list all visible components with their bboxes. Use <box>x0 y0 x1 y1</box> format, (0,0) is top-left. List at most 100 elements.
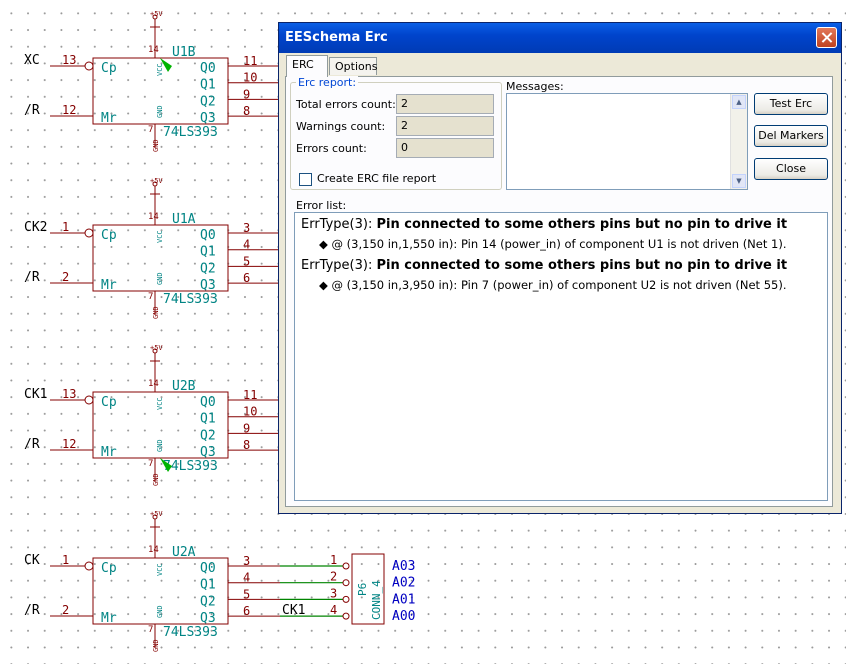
pin-number: 14 <box>148 545 159 555</box>
close-window-icon[interactable] <box>816 27 837 48</box>
pin-number: 6 <box>243 604 250 618</box>
errors-count-field: 0 <box>396 138 494 158</box>
tab-erc[interactable]: ERC <box>286 55 328 77</box>
power-label: +5V <box>150 344 163 352</box>
pin-number: 8 <box>243 104 250 118</box>
pin-name-vcc: VCC <box>156 397 164 410</box>
erc-error-marker <box>160 58 172 72</box>
net-label: XC <box>24 53 40 68</box>
pin-name: Cp <box>101 61 117 76</box>
net-label: /R <box>24 603 40 618</box>
ic-body <box>92 557 229 625</box>
pin-name: Q2 <box>200 94 216 109</box>
error-item-title[interactable]: ErrType(3): Pin connected to some others… <box>301 258 787 273</box>
messages-label: Messages: <box>506 80 564 93</box>
wire-net-label: CK1 <box>282 603 305 618</box>
error-type: ErrType(3): <box>301 217 373 232</box>
pin-name: Q2 <box>200 261 216 276</box>
pin-number: 1 <box>62 220 69 234</box>
close-button[interactable]: Close <box>754 158 828 180</box>
pin-name: Mr <box>101 278 117 293</box>
pin-name-vcc: VCC <box>156 230 164 243</box>
create-erc-report-checkbox[interactable] <box>299 173 312 186</box>
connector-value: CONN_4 <box>370 580 383 620</box>
scroll-up-icon[interactable]: ▲ <box>732 95 746 109</box>
power-label: +5V <box>150 177 163 185</box>
pin-number: 14 <box>148 212 159 222</box>
power-symbol-circle <box>152 181 158 187</box>
pin-number: 13 <box>62 387 76 401</box>
total-errors-field: 2 <box>396 94 494 114</box>
connector-pin-circle <box>342 579 350 587</box>
messages-textarea[interactable]: ▲ ▼ <box>506 93 748 190</box>
messages-scrollbar[interactable]: ▲ ▼ <box>730 94 747 189</box>
pin-name: Q1 <box>200 78 216 93</box>
error-item-title[interactable]: ErrType(3): Pin connected to some others… <box>301 217 787 232</box>
pin-number: 9 <box>243 421 250 435</box>
pin-name: Mr <box>101 611 117 626</box>
pin-name: Q0 <box>200 561 216 576</box>
pin-number: 4 <box>243 238 250 252</box>
pin-number: 7 <box>148 125 153 135</box>
erc-error-marker <box>160 458 172 472</box>
pin-name: Q1 <box>200 245 216 260</box>
scroll-down-icon[interactable]: ▼ <box>732 174 746 188</box>
gnd-label: GND <box>152 473 160 486</box>
errors-count-label: Errors count: <box>296 142 367 155</box>
error-list[interactable]: ErrType(3): Pin connected to some others… <box>294 212 828 501</box>
pin-name: Mr <box>101 111 117 126</box>
gnd-label: GND <box>152 639 160 652</box>
warnings-count-label: Warnings count: <box>296 120 386 133</box>
error-message: Pin connected to some others pins but no… <box>376 258 788 273</box>
pin-number: 11 <box>243 54 257 68</box>
connector-reference: P6 <box>356 583 369 596</box>
error-item-detail[interactable]: ◆ @ (3,150 in,3,950 in): Pin 7 (power_in… <box>319 278 786 292</box>
test-erc-button[interactable]: Test Erc <box>754 93 828 115</box>
erc-dialog: EESchema Erc ERC Options Erc report: Tot… <box>278 22 842 514</box>
component-value: 74LS393 <box>163 292 218 307</box>
pin-name: Q1 <box>200 578 216 593</box>
connector-pin-number: 3 <box>330 586 337 600</box>
component-reference: U2B <box>172 379 196 394</box>
component-reference: U1B <box>172 45 196 60</box>
error-detail-text: @ (3,150 in,1,550 in): Pin 14 (power_in)… <box>331 237 787 251</box>
connector-pin-circle <box>342 562 350 570</box>
clock-inverter-circle <box>84 61 94 71</box>
pin-name-vcc: VCC <box>156 563 164 576</box>
pin-number: 10 <box>243 405 257 419</box>
pin-number: 11 <box>243 388 257 402</box>
dialog-titlebar[interactable]: EESchema Erc <box>279 23 841 53</box>
pin-number: 10 <box>243 71 257 85</box>
warnings-count-field: 2 <box>396 116 494 136</box>
pin-number: 7 <box>148 292 153 302</box>
tab-options[interactable]: Options <box>329 57 377 75</box>
pin-name: Q2 <box>200 594 216 609</box>
net-label: CK <box>24 553 40 568</box>
net-label: CK2 <box>24 220 47 235</box>
connector-body <box>351 553 385 625</box>
connector-pin-number: 4 <box>330 603 337 617</box>
pin-name-gnd: GND <box>156 272 164 285</box>
component-value: 74LS393 <box>163 125 218 140</box>
create-erc-report-label[interactable]: Create ERC file report <box>317 172 437 185</box>
pin-name: Q1 <box>200 412 216 427</box>
del-markers-button[interactable]: Del Markers <box>754 125 828 147</box>
pin-number: 4 <box>243 571 250 585</box>
erc-report-legend: Erc report: <box>296 76 359 89</box>
pin-number: 1 <box>62 553 69 567</box>
pin-name-gnd: GND <box>156 105 164 118</box>
pin-number: 3 <box>243 221 250 235</box>
power-label: +5V <box>150 510 163 518</box>
pin-name: Q3 <box>200 445 216 460</box>
gnd-label: GND <box>152 306 160 319</box>
pin-number: 2 <box>62 603 69 617</box>
error-item-detail[interactable]: ◆ @ (3,150 in,1,550 in): Pin 14 (power_i… <box>319 237 786 251</box>
pin-number: 8 <box>243 438 250 452</box>
pin-name: Q3 <box>200 278 216 293</box>
pin-number: 12 <box>62 437 76 451</box>
bullet-icon: ◆ <box>319 278 328 292</box>
component-value: 74LS393 <box>163 625 218 640</box>
pin-name: Cp <box>101 395 117 410</box>
tab-panel-erc: Erc report: Total errors count: 2 Warnin… <box>285 76 833 507</box>
